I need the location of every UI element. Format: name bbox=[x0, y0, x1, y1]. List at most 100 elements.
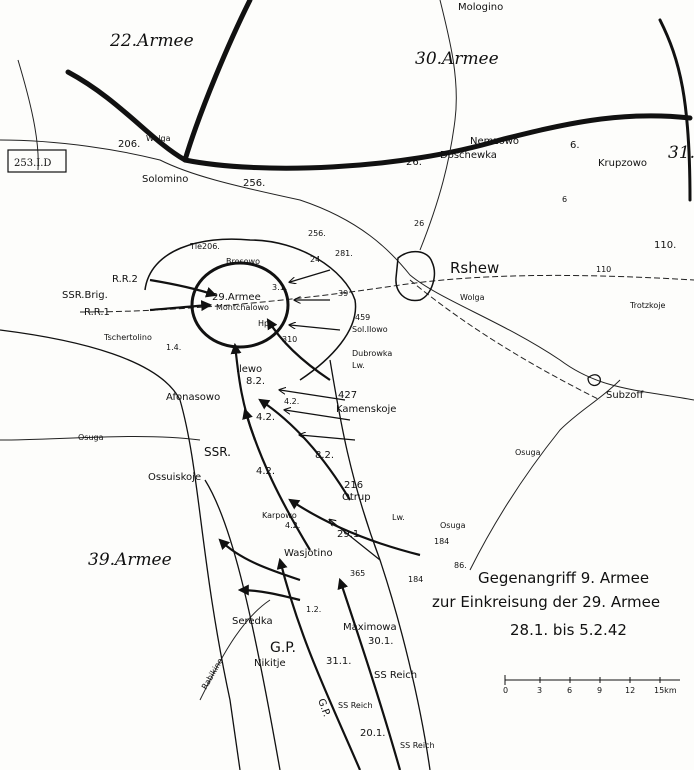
osuga-river bbox=[0, 435, 201, 441]
place-tle206: Tle206. bbox=[189, 242, 220, 251]
place-solodilowo: Sol.Ilowo bbox=[352, 325, 388, 334]
place-trotzkoje: Trotzkoje bbox=[629, 301, 666, 310]
label-39-armee: 39.Armee bbox=[88, 550, 172, 570]
outer-ring bbox=[144, 238, 357, 381]
place-brosowo: Brosowo bbox=[226, 257, 260, 266]
german-arrow-7 bbox=[330, 520, 381, 561]
place-256-b: 256. bbox=[308, 229, 326, 238]
corridor-west bbox=[0, 329, 241, 770]
place-42-c: 4.2. bbox=[284, 397, 299, 406]
place-39: 39 bbox=[338, 289, 348, 298]
subzoff-town bbox=[587, 374, 601, 387]
place-maximowa: Maximowa bbox=[343, 622, 397, 633]
place-karpowo: Karpowo bbox=[262, 511, 297, 520]
place-lw-2: Lw. bbox=[392, 513, 405, 522]
main-road bbox=[65, 69, 693, 171]
place-mologino: Mologino bbox=[458, 2, 503, 13]
place-kamenskoje: Kamenskoje bbox=[336, 404, 396, 415]
place-afonasowo: Afonasowo bbox=[166, 392, 220, 403]
place-nikitje: Nikitje bbox=[254, 658, 286, 669]
corridor-inner bbox=[204, 479, 281, 770]
label-30-armee: 30.Armee bbox=[415, 49, 499, 69]
german-arrow-3 bbox=[290, 269, 331, 282]
place-459: 459 bbox=[355, 313, 370, 322]
place-rr1: R.R.1 bbox=[84, 307, 110, 318]
place-ssreich: SS Reich bbox=[374, 670, 417, 681]
division-label: 253.I.D bbox=[14, 158, 51, 169]
place-26-b: 26 bbox=[414, 219, 424, 228]
label-29-armee: 29.Armee bbox=[212, 292, 261, 303]
place-wasjotino: Wasjotino bbox=[284, 548, 333, 559]
scale-tick-6: 6 bbox=[567, 686, 572, 695]
place-hp: Hp. bbox=[258, 319, 272, 328]
legend-line-2: zur Einkreisung der 29. Armee bbox=[432, 593, 660, 611]
place-dubrowka: Dubrowka bbox=[352, 349, 392, 358]
attack-arrow-1 bbox=[288, 498, 421, 557]
attack-arrow-11 bbox=[149, 300, 213, 312]
place-201: 20.1. bbox=[360, 728, 385, 739]
scale-tick-3: 3 bbox=[537, 686, 542, 695]
place-ilewo: Ilewo bbox=[236, 364, 262, 375]
place-311: 31.1. bbox=[326, 656, 351, 667]
north-river bbox=[419, 0, 457, 251]
place-281: 281. bbox=[335, 249, 353, 258]
label-22-armee: 22.Armee bbox=[109, 31, 194, 51]
place-krupzowo: Krupzowo bbox=[598, 158, 647, 169]
west-river bbox=[17, 59, 39, 171]
legend-line-3: 28.1. bis 5.2.42 bbox=[510, 621, 627, 639]
place-26: 26. bbox=[406, 157, 422, 168]
rshew-town bbox=[395, 250, 436, 302]
scale-tick-15: 15km bbox=[654, 686, 677, 695]
place-256: 256. bbox=[243, 178, 265, 189]
scale-tick-0: 0 bbox=[503, 686, 508, 695]
place-osuga: Osuga bbox=[440, 521, 466, 530]
place-86: 86. bbox=[454, 561, 467, 570]
scale-tick-9: 9 bbox=[597, 686, 602, 695]
place-24: 24 bbox=[310, 255, 320, 264]
place-82: 8.2. bbox=[246, 376, 265, 387]
place-otrup: Otrup bbox=[342, 492, 371, 503]
place-solomino: Solomino bbox=[142, 174, 188, 185]
railway-south bbox=[409, 279, 601, 401]
place-301: 30.1. bbox=[368, 636, 393, 647]
place-206: 206. bbox=[118, 139, 140, 150]
place-14: 1.4. bbox=[166, 343, 181, 352]
label-31-armee: 31. bbox=[668, 143, 694, 163]
place-42-b: 4.2. bbox=[256, 466, 275, 477]
place-291: 29.1. bbox=[337, 529, 362, 540]
place-427: 427 bbox=[338, 390, 357, 401]
place-ssr: SSR. bbox=[204, 445, 231, 459]
place-110-b: 110 bbox=[596, 265, 611, 274]
attack-arrow-10 bbox=[149, 278, 218, 298]
place-184-b: 184 bbox=[408, 575, 423, 584]
place-ssreich-2: SS Reich bbox=[400, 741, 435, 750]
place-6-b: 6 bbox=[562, 195, 567, 204]
legend-line-1: Gegenangriff 9. Armee bbox=[478, 569, 649, 587]
attack-arrow-6 bbox=[218, 538, 301, 582]
place-42-a: 4.2. bbox=[256, 412, 275, 423]
place-ssreich-3: SS Reich bbox=[338, 701, 373, 710]
division-box bbox=[7, 149, 67, 173]
place-ossuiskoje: Ossuiskoje bbox=[148, 472, 201, 483]
attack-arrow-2 bbox=[276, 557, 362, 770]
german-arrow-4 bbox=[280, 390, 346, 401]
river-osuga-west: Osuga bbox=[78, 433, 104, 442]
railway bbox=[79, 274, 694, 313]
southwest-river bbox=[199, 599, 271, 701]
attack-arrow-7 bbox=[237, 584, 301, 602]
place-gp: G.P. bbox=[270, 640, 296, 656]
place-rabikino: Rabikino bbox=[200, 657, 225, 691]
wolga-river bbox=[0, 139, 694, 401]
place-rr2: R.R.2 bbox=[112, 274, 138, 285]
river-osuga-east: Osuga bbox=[515, 448, 541, 457]
place-31: 3.1. bbox=[272, 283, 287, 292]
northeast-road bbox=[658, 18, 692, 202]
place-tschertolino: Tschertolino bbox=[103, 333, 152, 342]
attack-arrow-8 bbox=[230, 342, 257, 441]
place-216: 216 bbox=[344, 480, 363, 491]
place-12: 1.2. bbox=[306, 605, 321, 614]
place-82-b: 8.2. bbox=[315, 450, 334, 461]
place-412: 4.2. bbox=[285, 521, 300, 530]
